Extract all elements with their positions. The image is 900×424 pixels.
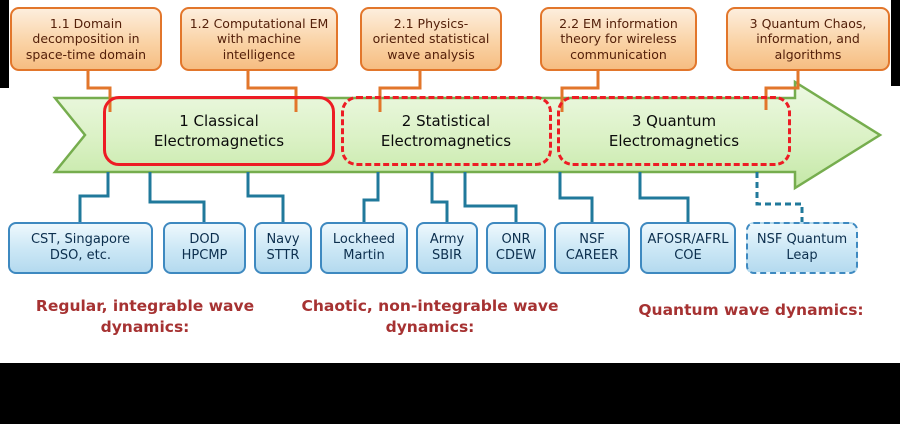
caption-quantum-wave: Quantum wave dynamics:: [638, 301, 864, 319]
topic-box-statistical-wave: 2.1 Physics-oriented statistical wave an…: [360, 7, 502, 71]
arrow-section-quantum: 3 Quantum Electromagnetics: [608, 112, 740, 150]
topic-box-em-information: 2.2 EM information theory for wireless c…: [540, 7, 697, 71]
bottom-black-band: [0, 363, 900, 424]
connector-funding-7: [558, 172, 594, 222]
funding-box-cst: CST, Singapore DSO, etc.: [8, 222, 153, 274]
funding-box-army-sbir: Army SBIR: [416, 222, 478, 274]
top-left-black-corner: [0, 0, 9, 88]
arrow-section-classical: 1 Classical Electromagnetics: [153, 112, 285, 150]
connector-funding-4: [362, 172, 380, 222]
quantum-highlight-frame: [557, 96, 791, 166]
connector-funding-2: [148, 172, 206, 222]
connector-topic-2: [246, 71, 298, 112]
funding-box-afosr-afrl: AFOSR/AFRL COE: [640, 222, 736, 274]
connector-topic-5: [764, 71, 800, 110]
funding-box-onr-cdew: ONR CDEW: [486, 222, 546, 274]
funding-box-lockheed: Lockheed Martin: [320, 222, 408, 274]
funding-box-nsf-career: NSF CAREER: [554, 222, 630, 274]
statistical-highlight-frame: [341, 96, 552, 166]
funding-box-dod-hpcmp: DOD HPCMP: [163, 222, 246, 274]
caption-regular-wave: Regular, integrable wave dynamics:: [35, 297, 255, 336]
funding-box-navy-sttr: Navy STTR: [254, 222, 312, 274]
topic-box-quantum-chaos: 3 Quantum Chaos, information, and algori…: [726, 7, 890, 71]
connector-funding-3: [246, 172, 285, 222]
topic-box-computational-em: 1.2 Computational EM with machine intell…: [180, 7, 338, 71]
connector-funding-8: [638, 172, 690, 222]
top-right-black-corner: [891, 0, 900, 86]
topic-box-domain-decomposition: 1.1 Domain decomposition in space-time d…: [10, 7, 162, 71]
classical-highlight-frame: [103, 96, 335, 166]
connector-funding-1: [78, 172, 110, 222]
caption-chaotic-wave: Chaotic, non-integrable wave dynamics:: [301, 297, 559, 336]
connector-funding-5: [430, 172, 449, 222]
connector-topic-3: [378, 71, 422, 112]
connector-funding-6: [463, 172, 518, 222]
timeline-arrow: [52, 79, 883, 191]
connector-funding-9: [755, 172, 804, 222]
funding-box-nsf-quantum-leap: NSF Quantum Leap: [746, 222, 858, 274]
arrow-section-statistical: 2 Statistical Electromagnetics: [380, 112, 512, 150]
